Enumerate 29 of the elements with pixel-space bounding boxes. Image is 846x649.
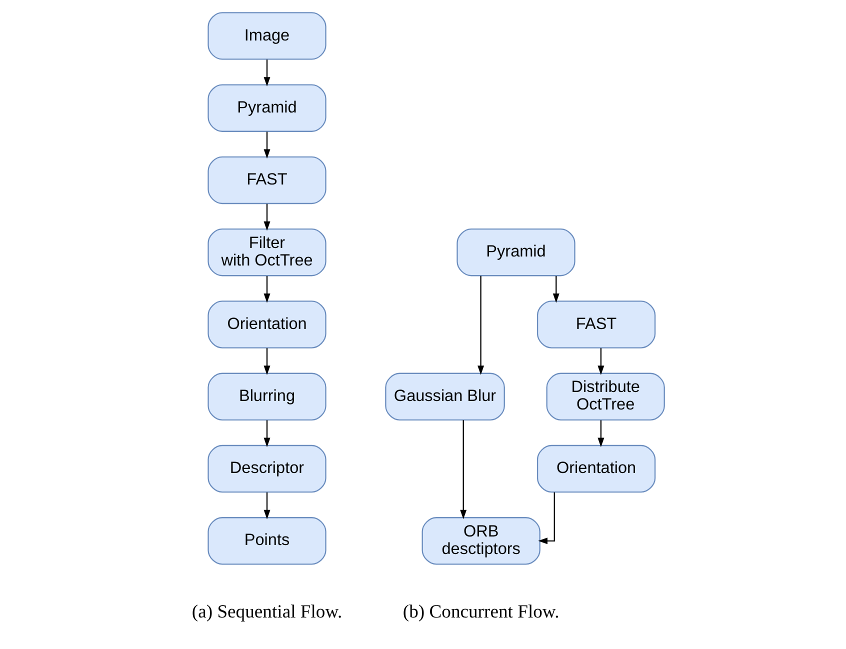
arrow <box>477 276 484 375</box>
node-box: FAST <box>207 156 326 204</box>
node-box: Pyramid <box>207 84 326 132</box>
arrow <box>263 276 270 303</box>
arrow <box>263 60 270 86</box>
node-box: Gaussian Blur <box>384 372 504 420</box>
arrow <box>597 420 604 448</box>
node-box: Blurring <box>207 372 326 420</box>
arrow <box>263 132 270 159</box>
node-box: FAST <box>536 300 656 348</box>
node-box: Orientation <box>207 300 326 348</box>
arrow <box>538 492 554 544</box>
arrow <box>597 348 604 375</box>
label: (a) Sequential Flow. <box>191 601 342 622</box>
node-box: ORB desctiptors <box>421 517 540 565</box>
node-box: Distribute OctTree <box>546 372 664 420</box>
arrow <box>460 420 466 520</box>
node-box: Image <box>207 12 326 60</box>
node-box: Descriptor <box>207 444 326 493</box>
node-box: Filter with OctTree <box>207 228 326 276</box>
arrow <box>263 420 270 448</box>
node-box: Points <box>207 517 326 565</box>
arrow <box>263 204 270 231</box>
arrow <box>263 492 270 520</box>
arrow <box>552 276 559 303</box>
node-box: Pyramid <box>456 228 575 276</box>
node-box: Orientation <box>536 444 656 493</box>
label: (b) Concurrent Flow. <box>402 601 559 622</box>
arrow <box>263 348 270 375</box>
